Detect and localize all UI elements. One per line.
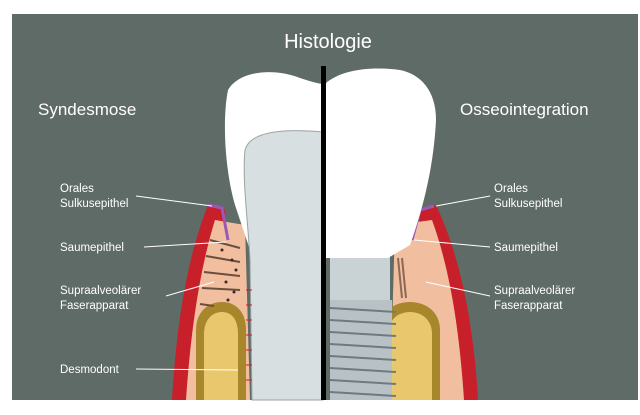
center-divider (321, 66, 326, 400)
right-label-sulkusepithel: Sulkusepithel (494, 198, 562, 210)
left-bone-inner (204, 312, 238, 400)
right-label-supra: Supraalveolärer (494, 285, 575, 297)
right-label-faserapparat: Faserapparat (494, 300, 563, 312)
right-bone-inner (388, 312, 432, 400)
left-label-orales: Orales (60, 183, 94, 195)
left-label-sulkusepithel: Sulkusepithel (60, 198, 128, 210)
left-label-supra: Supraalveolärer (60, 285, 141, 297)
right-label-orales: Orales (494, 183, 528, 195)
left-label-desmodont: Desmodont (60, 364, 120, 376)
left-label-faserapparat: Faserapparat (60, 300, 129, 312)
right-label-saumepithel: Saumepithel (494, 242, 558, 254)
left-heading: Syndesmose (38, 100, 136, 119)
left-label-saumepithel: Saumepithel (60, 242, 124, 254)
implant-body (330, 300, 392, 400)
left-root-dentin (244, 131, 323, 400)
diagram-title: Histologie (284, 31, 372, 53)
right-heading: Osseointegration (460, 100, 589, 119)
implant-abutment (330, 255, 390, 300)
